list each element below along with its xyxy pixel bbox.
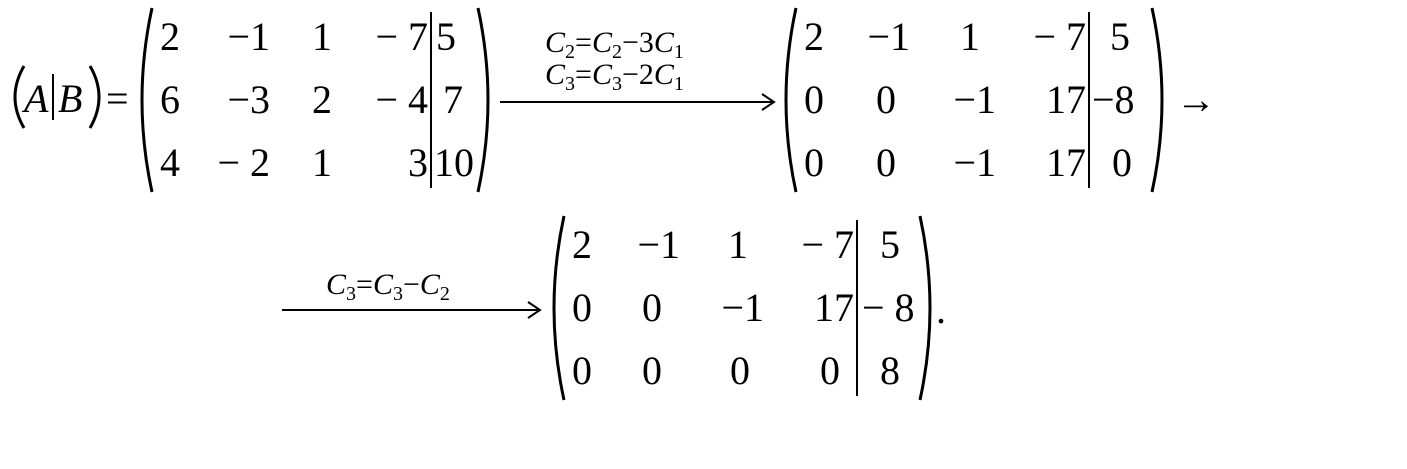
matrix-3-cell: −1	[637, 222, 680, 267]
matrix-3-cell: 0	[642, 285, 662, 330]
matrix-3-cell: 0	[642, 348, 662, 393]
matrix-2-cell: − 7	[1033, 14, 1086, 59]
matrix-2-cell: 1	[960, 14, 980, 59]
matrix-3-left-paren	[552, 215, 566, 401]
matrix-1-cell: 2	[160, 14, 180, 59]
matrix-1-left-paren	[140, 7, 154, 193]
matrix-3-augment-bar	[856, 220, 858, 396]
matrix-1-cell: − 4	[375, 77, 428, 122]
matrix-2-cell: 0	[804, 77, 824, 122]
matrix-1-cell: 3	[408, 140, 428, 185]
matrix-2-cell: 0	[876, 77, 896, 122]
matrix-3-cell: 0	[572, 348, 592, 393]
matrix-3-cell: 0	[730, 348, 750, 393]
matrix-b-symbol: B	[58, 76, 83, 121]
matrix-1-cell: −1	[227, 14, 270, 59]
matrix-3-cell: −1	[721, 285, 764, 330]
matrix-2-cell: 17	[1046, 77, 1086, 122]
matrix-1-augment-bar	[430, 12, 432, 188]
matrix-2-cell: 0	[876, 140, 896, 185]
matrix-2-augment-bar	[1088, 12, 1090, 188]
matrix-3-cell: 1	[728, 222, 748, 267]
matrix-1-cell: 4	[160, 140, 180, 185]
matrix-1-cell: 6	[160, 77, 180, 122]
matrix-2-cell: −1	[867, 14, 910, 59]
transform-arrow	[282, 301, 542, 319]
matrix-2-cell: −1	[953, 77, 996, 122]
matrix-1-right-paren	[476, 7, 490, 193]
matrix-3-right-paren	[918, 215, 932, 401]
matrix-3-cell: 0	[572, 285, 592, 330]
matrix-1-cell: 10	[434, 140, 474, 185]
matrix-1-cell: 5	[436, 14, 456, 59]
matrix-3-cell: 17	[814, 285, 854, 330]
matrix-2-cell: 0	[1112, 140, 1132, 185]
matrix-2-cell: −8	[1092, 77, 1135, 122]
matrix-1-cell: − 2	[217, 140, 270, 185]
matrix-3-cell: 8	[880, 348, 900, 393]
matrix-2-cell: 5	[1110, 14, 1130, 59]
matrix-2-right-paren	[1150, 7, 1164, 193]
matrix-1-cell: − 7	[375, 14, 428, 59]
row-operation-label: C2=C2−3C1	[545, 26, 684, 63]
matrix-a-symbol: A	[24, 76, 49, 121]
matrix-2-cell: 2	[804, 14, 824, 59]
matrix-2-cell: 0	[804, 140, 824, 185]
lhs-left-paren	[13, 65, 26, 129]
matrix-3-cell: − 8	[862, 285, 915, 330]
lhs-right-paren	[88, 65, 101, 129]
matrix-1-cell: 7	[443, 77, 463, 122]
continuation-arrow: →	[1176, 77, 1216, 122]
row-operation-label: C3=C3−C2	[326, 268, 450, 305]
matrix-3-cell: 2	[572, 222, 592, 267]
equals-sign: =	[106, 76, 129, 121]
matrix-1-cell: 2	[312, 77, 332, 122]
matrix-2-cell: −1	[953, 140, 996, 185]
matrix-1-cell: 1	[312, 140, 332, 185]
matrix-3-cell: 0	[820, 348, 840, 393]
transform-arrow	[500, 93, 776, 111]
matrix-3-cell: 5	[880, 222, 900, 267]
matrix-3-cell: − 7	[801, 222, 854, 267]
final-period: .	[936, 287, 946, 332]
matrix-2-left-paren	[784, 7, 798, 193]
lhs-divider	[52, 74, 54, 120]
matrix-1-cell: 1	[312, 14, 332, 59]
matrix-2-cell: 17	[1046, 140, 1086, 185]
matrix-1-cell: −3	[227, 77, 270, 122]
row-operation-label: C3=C3−2C1	[545, 58, 684, 95]
